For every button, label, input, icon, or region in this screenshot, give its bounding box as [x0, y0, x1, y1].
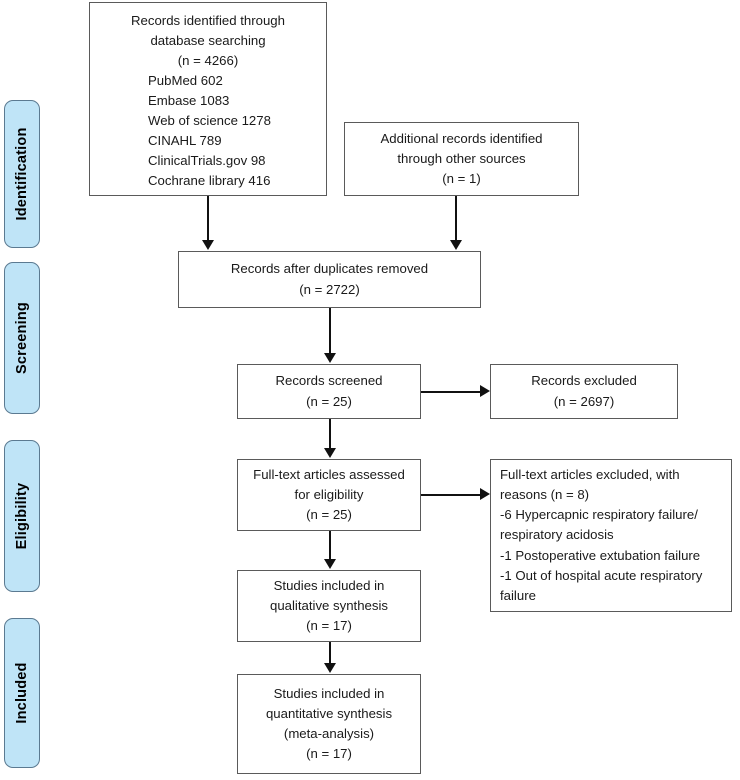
quantitative-count: (n = 17)	[306, 746, 352, 762]
database-title-line1: Records identified through	[131, 12, 285, 28]
quantitative-line2: quantitative synthesis	[265, 705, 393, 721]
stage-tab-eligibility: Eligibility	[4, 440, 40, 592]
arrowhead-qualitative-to-quantitative	[324, 663, 336, 673]
additional-count: (n = 1)	[442, 171, 481, 187]
database-source-cinahl: CINAHL 789	[148, 133, 222, 149]
arrowhead-fulltext-to-qualitative	[324, 559, 336, 569]
arrowhead-fulltext-to-fulltext-excluded	[480, 488, 490, 500]
fulltext-count: (n = 25)	[306, 507, 352, 523]
stage-tab-identification: Identification	[4, 100, 40, 248]
additional-line1: Additional records identified	[380, 130, 543, 146]
database-source-clinicaltrials: ClinicalTrials.gov 98	[148, 153, 266, 169]
box-additional-records: Additional records identified through ot…	[344, 122, 579, 196]
database-source-embase: Embase 1083	[148, 92, 230, 108]
arrowhead-duplicates-to-screened	[324, 353, 336, 363]
arrowhead-screened-to-fulltext	[324, 448, 336, 458]
stage-tab-included: Included	[4, 618, 40, 768]
screened-count: (n = 25)	[306, 393, 352, 409]
connector-qualitative-to-quantitative	[329, 642, 331, 664]
excluded-line1: Records excluded	[531, 373, 637, 389]
stage-tab-screening: Screening	[4, 262, 40, 414]
box-quantitative-synthesis: Studies included in quantitative synthes…	[237, 674, 421, 774]
connector-fulltext-to-fulltext-excluded	[421, 494, 481, 496]
database-source-cochrane: Cochrane library 416	[148, 173, 271, 189]
excluded-count: (n = 2697)	[553, 393, 615, 409]
fulltext-excluded-reason-1a: -6 Hypercapnic respiratory failure/	[500, 507, 698, 523]
duplicates-count: (n = 2722)	[299, 281, 360, 297]
database-title-line2: database searching	[150, 32, 266, 48]
quantitative-line3: (meta-analysis)	[283, 726, 375, 741]
connector-screened-to-excluded	[421, 391, 481, 393]
connector-additional-to-duplicates	[455, 196, 457, 241]
box-records-after-duplicates-removed: Records after duplicates removed (n = 27…	[178, 251, 481, 308]
fulltext-excluded-line1: Full-text articles excluded, with	[500, 467, 680, 483]
fulltext-excluded-reason-3a: -1 Out of hospital acute respiratory	[500, 567, 703, 583]
stage-tab-screening-label: Screening	[14, 302, 30, 374]
database-count: (n = 4266)	[177, 52, 239, 68]
fulltext-excluded-reason-3b: failure	[500, 587, 536, 603]
arrowhead-additional-to-duplicates	[450, 240, 462, 250]
box-fulltext-assessed: Full-text articles assessed for eligibil…	[237, 459, 421, 531]
box-qualitative-synthesis: Studies included in qualitative synthesi…	[237, 570, 421, 642]
fulltext-line2: for eligibility	[294, 486, 364, 502]
qualitative-count: (n = 17)	[306, 618, 352, 634]
box-fulltext-excluded-reasons: Full-text articles excluded, with reason…	[490, 459, 732, 612]
database-source-web-of-science: Web of science 1278	[148, 113, 271, 129]
stage-tab-included-label: Included	[14, 662, 30, 724]
qualitative-line2: qualitative synthesis	[269, 597, 389, 613]
connector-fulltext-to-qualitative	[329, 531, 331, 560]
box-records-excluded: Records excluded (n = 2697)	[490, 364, 678, 419]
screened-line1: Records screened	[275, 373, 383, 389]
fulltext-excluded-reason-1b: respiratory acidosis	[500, 527, 614, 543]
fulltext-excluded-reason-2: -1 Postoperative extubation failure	[500, 547, 701, 563]
database-source-pubmed: PubMed 602	[148, 72, 223, 88]
fulltext-excluded-line2: reasons (n = 8)	[500, 487, 590, 503]
connector-duplicates-to-screened	[329, 308, 331, 353]
duplicates-line1: Records after duplicates removed	[230, 261, 429, 277]
box-records-screened: Records screened (n = 25)	[237, 364, 421, 419]
fulltext-line1: Full-text articles assessed	[253, 466, 405, 482]
additional-line2: through other sources	[397, 150, 526, 166]
stage-tab-identification-label: Identification	[14, 127, 30, 221]
connector-screened-to-fulltext	[329, 419, 331, 449]
arrowhead-database-to-duplicates	[202, 240, 214, 250]
quantitative-line1: Studies included in	[273, 685, 385, 701]
stage-tab-eligibility-label: Eligibility	[14, 482, 30, 550]
arrowhead-screened-to-excluded	[480, 385, 490, 397]
connector-database-to-duplicates	[207, 196, 209, 241]
qualitative-line1: Studies included in	[273, 577, 385, 593]
box-records-identified-database: Records identified through database sear…	[89, 2, 327, 196]
